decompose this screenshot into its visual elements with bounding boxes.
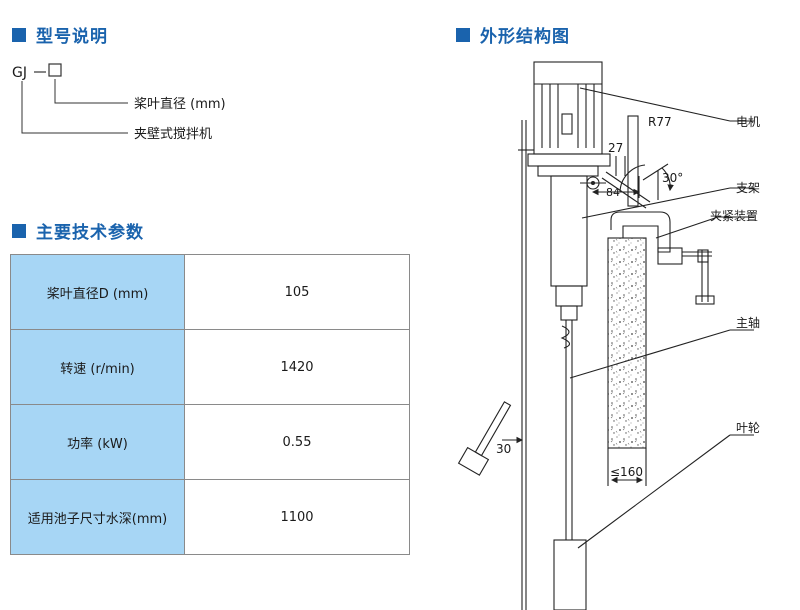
concrete-wall [607,237,647,449]
leader-type [21,81,128,134]
leader-motor [579,87,731,122]
label-shaft: 主轴 [736,315,760,330]
param-value: 1100 [184,479,410,555]
model-desc-type: 夹壁式搅拌机 [134,126,212,142]
dim-160: ≤160 [610,465,643,479]
params-table: 桨叶直径D (mm) 105 转速 (r/min) 1420 功率 (kW) 0… [10,254,410,555]
leader-bracket [581,187,731,219]
label-motor: 电机 [736,115,760,129]
leader-impeller [54,79,128,104]
table-row: 转速 (r/min) 1420 [10,329,410,405]
model-desc-impeller: 桨叶直径 (mm) [134,96,226,112]
section-title-diagram-text: 外形结构图 [480,27,570,47]
dim-30: 30 [496,442,511,456]
label-impeller: 叶轮 [736,421,760,435]
section-title-model: 型号说明 [12,22,108,47]
param-label: 功率 (kW) [10,404,185,480]
param-label: 转速 (r/min) [10,329,185,405]
param-value: 105 [184,254,410,330]
section-title-params-text: 主要技术参数 [36,223,144,243]
section-title-diagram: 外形结构图 [456,22,570,47]
dim-r77: R77 [648,115,672,129]
table-row: 桨叶直径D (mm) 105 [10,254,410,330]
leader-impeller [577,434,731,549]
bracket-post [627,115,639,207]
label-bracket: 支架 [736,181,760,195]
table-row: 功率 (kW) 0.55 [10,404,410,480]
section-title-params: 主要技术参数 [12,218,144,243]
impeller [553,539,587,610]
leader-clamp [655,216,719,239]
param-label: 桨叶直径D (mm) [10,254,185,330]
motor-body [533,61,603,155]
clamp-hook [610,211,671,275]
leader-shaft [569,329,731,379]
param-label: 适用池子尺寸水深(mm) [10,479,185,555]
square-bullet-icon [456,27,470,42]
section-title-model-text: 型号说明 [36,27,108,47]
tilted-shaft [457,401,512,476]
model-code: GJ [12,65,27,81]
square-bullet-icon [12,223,26,238]
r77-arc [619,164,646,193]
label-clamp: 夹紧装置 [710,209,758,223]
table-row: 适用池子尺寸水深(mm) 1100 [10,479,410,555]
model-box [48,63,62,77]
dim-84: 84 [606,186,620,199]
param-value: 1420 [184,329,410,405]
model-code-diagram: GJ 桨叶直径 (mm) 夹壁式搅拌机 [12,63,226,142]
dim-27: 27 [608,141,623,155]
dim-angle-30: 30° [662,171,683,185]
structure-drawing: 电机 支架 夹紧装置 主轴 叶轮 R77 27 84 30° 30 ≤160 [457,61,760,610]
square-bullet-icon [12,27,26,42]
column [550,175,588,287]
bracket-arm [601,177,647,209]
motor-flange [527,153,611,167]
param-value: 0.55 [184,404,410,480]
